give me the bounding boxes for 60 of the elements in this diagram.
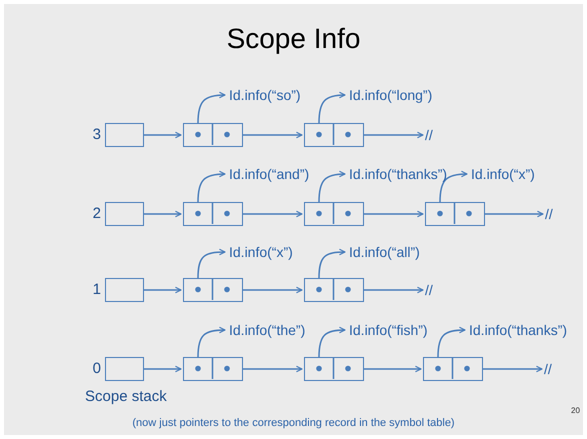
record-label: Id.info(“all”) <box>349 243 420 261</box>
axis-caption: Scope stack <box>85 388 167 406</box>
stack-slot <box>105 202 144 226</box>
level-number: 2 <box>92 205 101 223</box>
list-node-box <box>183 202 243 226</box>
arrow <box>318 248 346 278</box>
arrow <box>243 210 303 218</box>
arrow <box>144 286 182 294</box>
record-label: Id.info(“x”) <box>229 243 293 261</box>
arrow <box>243 132 303 138</box>
stack-slot <box>105 123 144 147</box>
null-marker: // <box>544 360 552 378</box>
record-label: Id.info(“thanks”) <box>469 321 568 339</box>
list-node-box <box>304 278 364 302</box>
arrow <box>364 286 424 294</box>
record-label: Id.info(“so”) <box>229 86 301 104</box>
arrow <box>144 210 182 218</box>
arrow <box>197 326 226 358</box>
null-marker: // <box>425 126 433 144</box>
stack-slot <box>105 278 144 302</box>
list-node-box <box>425 202 485 226</box>
level-number: 0 <box>92 360 101 378</box>
list-node-box <box>423 357 483 381</box>
arrow <box>364 366 422 372</box>
arrow <box>197 92 226 124</box>
arrow <box>437 326 466 358</box>
arrow <box>197 248 226 278</box>
arrow <box>243 286 303 294</box>
record-label: Id.info(“long”) <box>349 86 432 104</box>
record-label: Id.info(“x”) <box>471 165 535 183</box>
arrow <box>483 366 543 372</box>
arrow <box>318 170 346 202</box>
arrow <box>144 132 182 138</box>
list-node-box <box>183 123 243 147</box>
arrow <box>485 210 544 218</box>
list-node-box <box>183 357 243 381</box>
list-node-box <box>304 123 364 147</box>
record-label: Id.info(“fish”) <box>349 321 428 339</box>
arrow <box>318 326 346 358</box>
page-number: 20 <box>571 406 580 416</box>
list-node-box <box>304 202 364 226</box>
slide-caption: (now just pointers to the corresponding record in the symbol table) <box>131 416 456 430</box>
record-label: Id.info(“thanks”) <box>349 165 448 183</box>
list-node-box <box>304 357 364 381</box>
arrow <box>144 366 182 372</box>
level-number: 1 <box>92 281 101 299</box>
list-node-box <box>183 278 243 302</box>
null-marker: // <box>425 281 433 299</box>
null-marker: // <box>545 205 553 223</box>
record-label: Id.info(“the”) <box>229 321 306 339</box>
arrow <box>197 170 226 202</box>
arrow <box>243 366 303 372</box>
arrow <box>364 132 424 138</box>
arrow <box>364 210 424 218</box>
slide-title: Scope Info <box>226 22 362 56</box>
arrow <box>439 170 468 202</box>
level-number: 3 <box>92 126 101 144</box>
stack-slot <box>105 357 144 381</box>
record-label: Id.info(“and”) <box>229 165 310 183</box>
arrow <box>318 92 346 124</box>
